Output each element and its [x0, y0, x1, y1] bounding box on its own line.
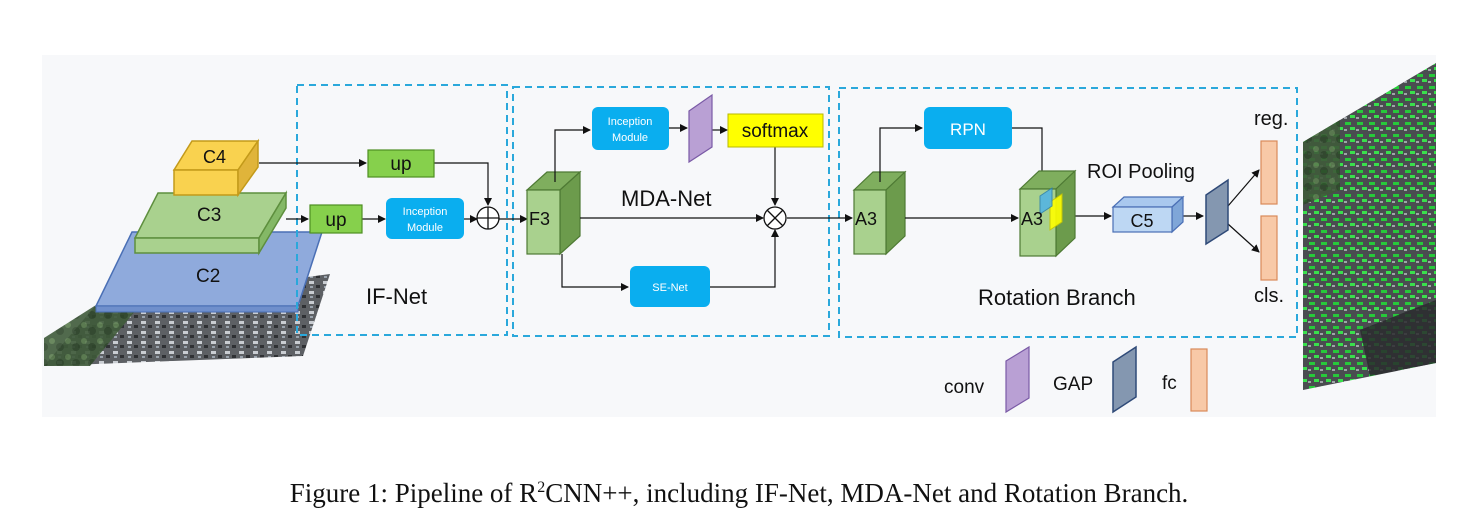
roi-box-yellow [1049, 193, 1063, 231]
if-net-label: IF-Net [366, 284, 427, 309]
fc-reg-icon [1260, 140, 1278, 205]
arrow-gap-to-cls [1227, 223, 1260, 253]
arrow-a3-to-rpn [879, 124, 923, 182]
softmax-label: softmax [742, 121, 809, 142]
f3-feature-block: F3 [525, 170, 582, 256]
c5-block: C5 [1111, 195, 1185, 234]
element-wise-product-icon [763, 206, 787, 230]
mda-net-section [512, 86, 830, 337]
up-top-label: up [390, 154, 411, 175]
mda-net-label: MDA-Net [621, 186, 711, 211]
c3-block: C3 [133, 190, 288, 256]
a3-left-label: A3 [855, 209, 877, 229]
caption-suffix: CNN++, including IF-Net, MDA-Net and Rot… [545, 478, 1189, 508]
conv-layer-icon [688, 93, 713, 164]
legend-fc-label: fc [1162, 373, 1177, 394]
gap-layer-icon [1205, 178, 1229, 246]
output-dark-area [1360, 300, 1436, 376]
a3-feature-block-left: A3 [852, 170, 907, 256]
up-block-top: up [367, 149, 435, 178]
softmax-block: softmax [727, 113, 824, 148]
legend-fc-icon [1190, 348, 1208, 412]
caption-superscript: 2 [537, 479, 546, 496]
roi-pooling-label: ROI Pooling [1087, 161, 1195, 183]
arrow-senet-to-mult [710, 229, 779, 288]
rotation-branch-label: Rotation Branch [978, 285, 1136, 310]
up-block-bottom: up [309, 204, 363, 234]
rpn-block: RPN [924, 107, 1012, 149]
a3-right-label: A3 [1021, 209, 1043, 229]
legend-gap-label: GAP [1053, 374, 1093, 395]
legend-gap-icon [1112, 345, 1137, 414]
if-net-section [296, 84, 508, 336]
legend-conv-icon [1005, 345, 1030, 414]
cls-label: cls. [1254, 285, 1284, 307]
inception-1-line2: Module [407, 222, 443, 234]
arrow-up-to-sum [434, 162, 492, 206]
rotation-branch-section [838, 87, 1298, 338]
c4-label: C4 [203, 147, 226, 167]
se-net-label: SE-Net [652, 282, 687, 294]
figure-caption: Figure 1: Pipeline of R2CNN++, including… [0, 478, 1478, 509]
inception-1-line1: Inception [403, 206, 448, 218]
c2-label: C2 [196, 266, 220, 287]
caption-prefix: Figure 1: Pipeline of R [289, 478, 538, 508]
inception-module-ifnet: Inception Module [386, 198, 464, 239]
c5-label: C5 [1130, 211, 1153, 231]
inception-module-mdanet: Inception Module [592, 107, 669, 150]
fc-cls-icon [1260, 215, 1278, 281]
arrow-rpn-to-a3 [1012, 127, 1046, 187]
arrow-f3-to-inception [554, 126, 591, 182]
input-aerial-trees [44, 305, 140, 366]
inception-2-line1: Inception [608, 116, 653, 128]
se-net-block: SE-Net [630, 266, 710, 307]
output-trees [1303, 120, 1340, 205]
rpn-label: RPN [950, 120, 986, 139]
pipeline-diagram: C2 C3 C4 IF-Net MDA-Net Rotation Branch … [44, 63, 1436, 414]
inception-2-line2: Module [612, 132, 648, 144]
arrow-gap-to-reg [1227, 169, 1260, 207]
arrow-f3-to-senet [561, 254, 629, 291]
element-wise-sum-icon [476, 206, 500, 230]
f3-label: F3 [529, 209, 550, 229]
up-bottom-label: up [325, 210, 346, 231]
c4-block: C4 [172, 138, 260, 198]
a3-feature-block-right: A3 [1018, 169, 1077, 258]
legend: conv GAP fc [944, 345, 1208, 414]
roi-box-blue [1039, 187, 1053, 215]
c3-label: C3 [197, 205, 221, 226]
reg-label: reg. [1254, 108, 1288, 130]
legend-conv-label: conv [944, 377, 985, 398]
